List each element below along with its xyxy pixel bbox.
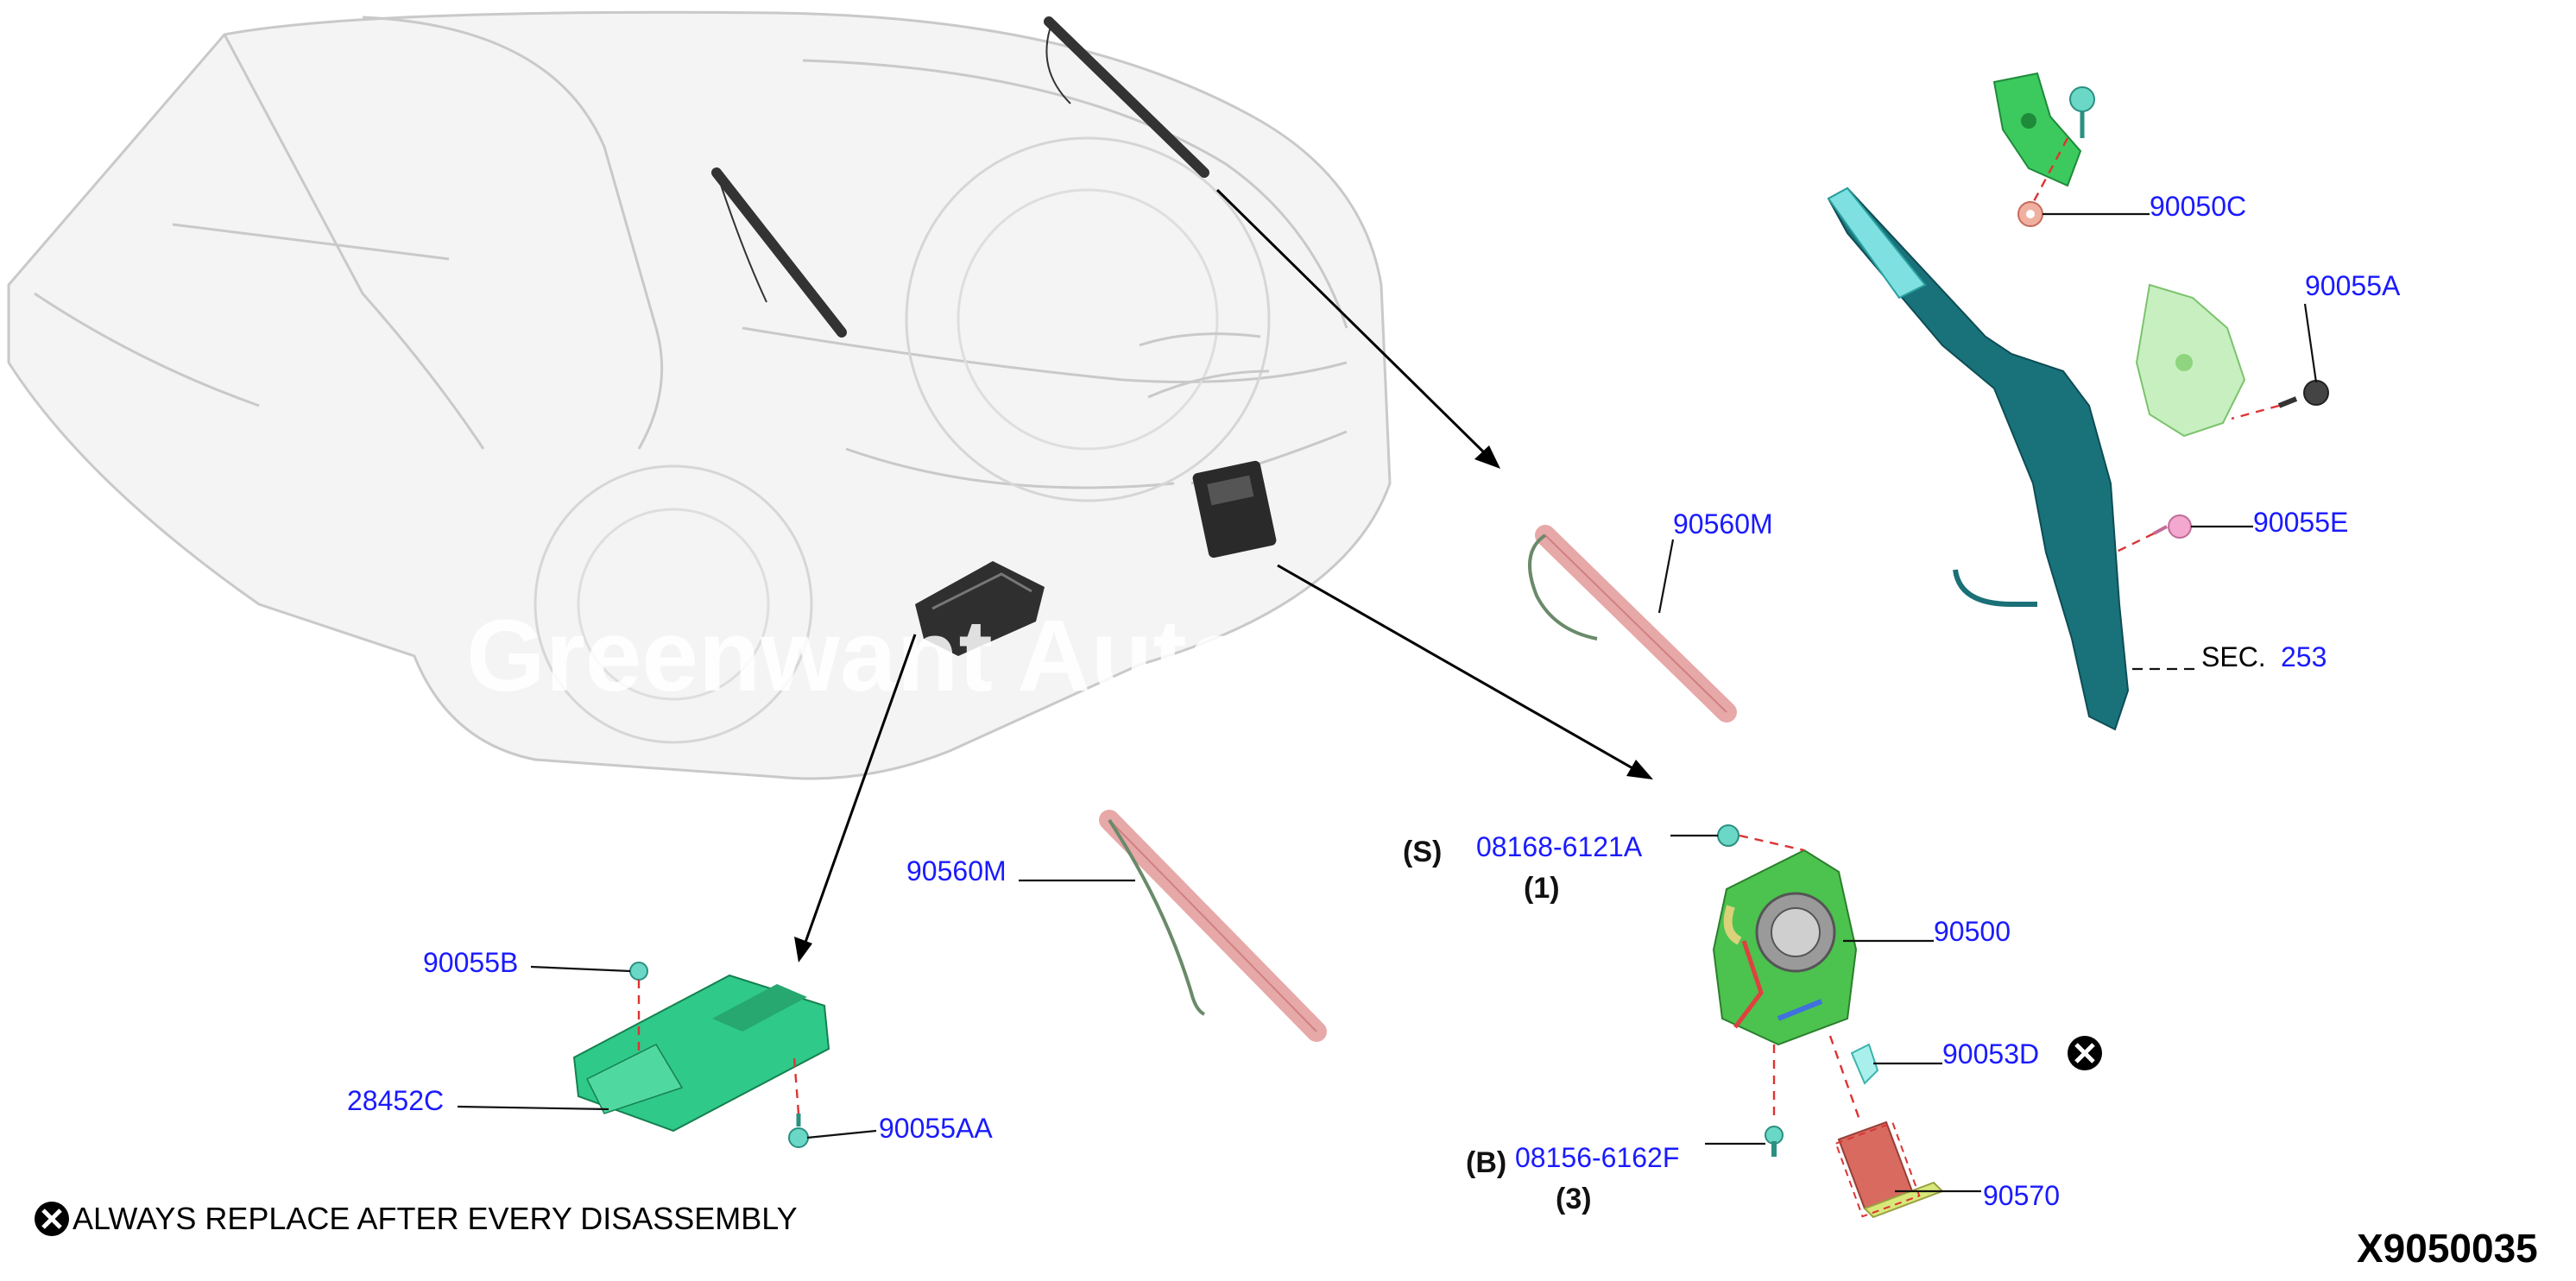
strut-90560M-upper xyxy=(1528,525,1737,723)
clip-90055E xyxy=(2153,514,2192,539)
callout-90055B[interactable]: 90055B xyxy=(423,947,518,978)
harness-channel xyxy=(1827,186,2130,731)
replace-note: ALWAYS REPLACE AFTER EVERY DISASSEMBLY xyxy=(73,1201,798,1236)
qty-08168: (1) xyxy=(1524,872,1560,905)
strut-90560M-lower xyxy=(1099,810,1327,1042)
screw-08168 xyxy=(1717,824,1739,847)
replace-marker-90053D xyxy=(2068,1036,2102,1070)
callout-90570[interactable]: 90570 xyxy=(1983,1180,2060,1211)
strut-on-vehicle-right xyxy=(1044,16,1209,178)
bracket-middle xyxy=(2135,283,2246,438)
callout-08156-6162F[interactable]: 08156-6162F xyxy=(1515,1142,1679,1173)
striker-90570 xyxy=(1834,1120,1944,1219)
callout-90050C[interactable]: 90050C xyxy=(2150,191,2246,222)
callout-90053D[interactable]: 90053D xyxy=(1942,1038,2039,1070)
diagram-code: X9050035 xyxy=(2357,1226,2538,1271)
sec-253-prefix: SEC. xyxy=(2201,641,2266,672)
callout-sec-253[interactable]: 253 xyxy=(2281,641,2327,672)
bolt-90055AA xyxy=(788,1114,809,1148)
latch-assembly-90500 xyxy=(1712,849,1858,1046)
module-on-vehicle xyxy=(915,561,1045,656)
callout-90560M-lower[interactable]: 90560M xyxy=(906,855,1007,887)
callout-90055A[interactable]: 90055A xyxy=(2305,270,2401,301)
bolt-08156 xyxy=(1765,1126,1784,1157)
bolt-90050C-top xyxy=(2069,86,2095,138)
latch-on-vehicle xyxy=(1192,460,1277,558)
callout-90500[interactable]: 90500 xyxy=(1934,916,2011,947)
callout-28452C[interactable]: 28452C xyxy=(347,1085,444,1116)
callout-08168-6121A[interactable]: 08168-6121A xyxy=(1476,831,1643,862)
clip-90053D xyxy=(1850,1043,1879,1085)
arrows xyxy=(794,188,1653,962)
x-circle-icon xyxy=(35,1202,69,1236)
callout-90055AA[interactable]: 90055AA xyxy=(879,1113,993,1144)
callout-90055E[interactable]: 90055E xyxy=(2253,507,2348,538)
bracket-upper xyxy=(1992,72,2082,187)
spec-prefix-B: (B) xyxy=(1466,1146,1506,1179)
watermark: Greenwant Auto Parts xyxy=(466,599,1532,713)
callout-90560M-upper[interactable]: 90560M xyxy=(1673,508,1773,540)
module-28452C xyxy=(572,974,830,1133)
strut-on-vehicle-left xyxy=(711,167,847,338)
vehicle-illustration xyxy=(7,10,1392,780)
spec-prefix-S: (S) xyxy=(1403,836,1442,868)
bolt-90055B xyxy=(629,962,648,981)
leader-lines xyxy=(457,212,2318,1193)
washer-90050C xyxy=(2017,201,2043,227)
qty-08156: (3) xyxy=(1556,1183,1592,1215)
bolt-90055A xyxy=(2277,380,2329,408)
